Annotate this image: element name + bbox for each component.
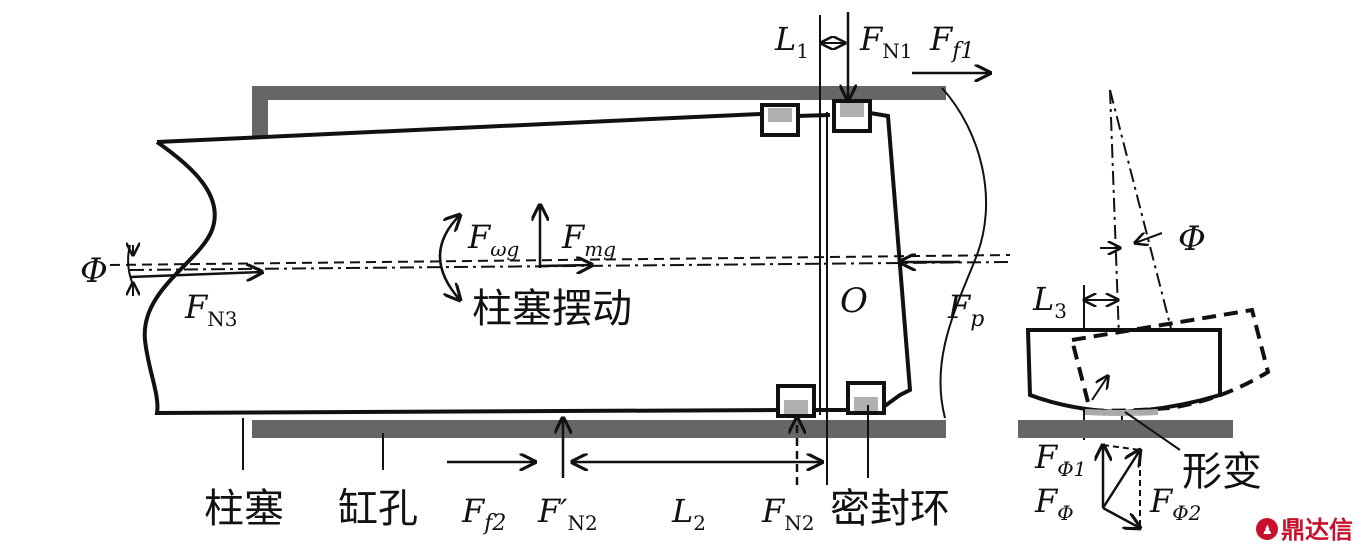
swing-arrow — [438, 215, 460, 300]
fphi2-arrow — [1101, 450, 1140, 509]
seal-ring-bottom-right — [846, 381, 886, 415]
phi-right-arrow-right — [1135, 233, 1163, 243]
watermark-logo: ♟ 鼎达信 — [1256, 516, 1353, 544]
l2-label: L2 — [671, 492, 706, 535]
inset-bore-wall — [1018, 420, 1233, 438]
fmg-arrow-horizontal — [539, 265, 592, 266]
cylinder-axis-dashed — [109, 254, 1011, 266]
plunger-end-face — [869, 111, 913, 410]
fn1-label: FN1 — [859, 20, 912, 63]
phi-right-label: Φ — [1178, 219, 1206, 259]
fphi1-label: FΦ1 — [1034, 438, 1086, 481]
ff2-label: Ff2 — [461, 492, 506, 536]
deform-leader — [1124, 411, 1181, 451]
plunger-top-between-grooves — [795, 113, 831, 118]
inset-small-arrow — [1091, 376, 1108, 401]
fn3-arrow — [129, 272, 262, 277]
fphi-construction-1 — [1102, 444, 1141, 451]
fn2-label: FN2 — [761, 492, 814, 535]
seal-ring-original — [1025, 328, 1222, 415]
l3-label: L3 — [1032, 280, 1067, 323]
origin-o-label: O — [840, 281, 868, 321]
phi-angle-left — [128, 245, 133, 296]
plunger-label: 柱塞 — [204, 486, 284, 532]
deformation-contact — [1084, 409, 1159, 416]
swing-label: 柱塞摆动 — [472, 286, 632, 332]
deformation-label: 形变 — [1182, 449, 1262, 495]
cylinder-bore-walls — [252, 86, 946, 438]
ff1-label: Ff1 — [929, 20, 974, 64]
seal-ring-bottom-left — [776, 384, 816, 418]
seal-ring-top-left — [760, 103, 800, 137]
fphi2-label: FΦ2 — [1149, 482, 1201, 525]
seal-ring-label: 密封环 — [830, 486, 950, 532]
svg-text:♟: ♟ — [1262, 523, 1273, 537]
fp-label: Fp — [947, 288, 984, 332]
fmg-label: Fmg — [561, 218, 616, 261]
bore-label: 缸孔 — [338, 486, 418, 532]
phi-left-label: Φ — [80, 251, 108, 291]
l1-label: L1 — [774, 20, 809, 63]
svg-text:鼎达信: 鼎达信 — [1281, 516, 1353, 544]
seal-ring-top-right — [832, 99, 872, 133]
fwg-label: Fωg — [467, 218, 519, 261]
fn3-label: FN3 — [184, 288, 237, 331]
fphi-label: FΦ — [1034, 482, 1074, 525]
break-line — [939, 87, 988, 419]
fphi-arrow — [1102, 506, 1140, 528]
plunger-body — [142, 112, 779, 416]
fn2-prime-label: F′N2 — [537, 492, 598, 535]
